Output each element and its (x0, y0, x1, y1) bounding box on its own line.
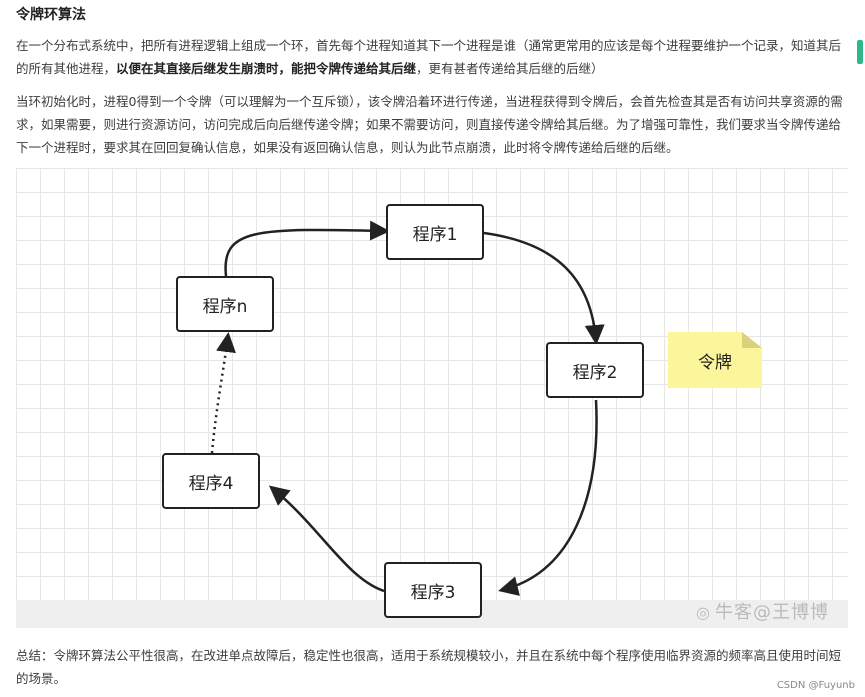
watermark-text: 牛客@王博博 (714, 602, 829, 623)
token-note-label: 令牌 (698, 352, 732, 373)
diagram-watermark: ◎牛客@王博博 (696, 598, 829, 624)
edge-p1-to-p2 (483, 231, 605, 345)
node-program-2: 程序2 (546, 342, 644, 398)
summary-paragraph: 总结：令牌环算法公平性很高，在改进单点故障后，稳定性也很高，适用于系统规模较小，… (16, 648, 842, 686)
node-program-1: 程序1 (386, 204, 484, 260)
edge-p4-to-pn (210, 332, 236, 454)
scrollbar-marker[interactable] (857, 40, 863, 64)
diagram-edges (210, 220, 605, 596)
token-ring-diagram: 程序1 程序2 程序3 程序4 程序n 令牌 ◎牛客@王博博 (16, 168, 848, 628)
node-program-n: 程序n (176, 276, 274, 332)
intro-text-start: 在一个分布式系统中，把所有进程逻辑上组成一个环，首先每个进程知道其下一个进程是谁… (16, 38, 842, 76)
csdn-credit: CSDN @Fuyunb (776, 680, 855, 691)
intro-text-end: ，更有甚者传递给其后继的后继） (416, 61, 604, 76)
intro-paragraph: 在一个分布式系统中，把所有进程逻辑上组成一个环，首先每个进程知道其下一个进程是谁… (16, 34, 844, 80)
intro-text-bold: 以便在其直接后继发生崩溃时，能把令牌传递给其后继 (116, 61, 417, 76)
nowcoder-logo-icon: ◎ (696, 603, 711, 622)
edge-pn-to-p1 (224, 220, 390, 277)
node-program-4: 程序4 (162, 453, 260, 509)
node-program-3: 程序3 (384, 562, 482, 618)
init-paragraph: 当环初始化时，进程0得到一个令牌（可以理解为一个互斥锁），该令牌沿着环进行传递，… (16, 94, 843, 155)
edge-p2-to-p3 (498, 399, 598, 596)
article-title: 令牌环算法 (16, 7, 86, 23)
edge-p3-to-p4 (268, 485, 385, 593)
